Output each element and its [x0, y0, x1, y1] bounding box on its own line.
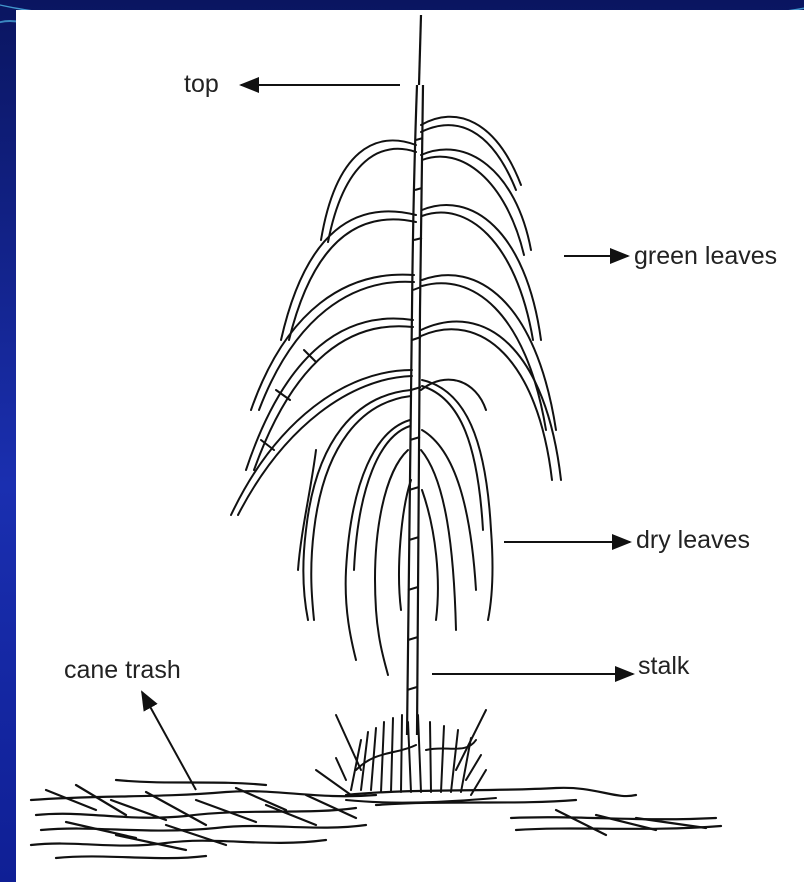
label-top: top [184, 72, 219, 97]
label-dry-leaves: dry leaves [636, 528, 750, 553]
label-arrows [142, 85, 633, 790]
green-leaves [231, 117, 561, 515]
label-green-leaves: green leaves [634, 244, 777, 269]
sugarcane-diagram: top green leaves dry leaves stalk cane t… [16, 10, 804, 882]
cane-trash-arrow [142, 692, 196, 790]
label-cane-trash: cane trash [64, 658, 181, 683]
sugarcane-drawing [16, 10, 804, 882]
stool-base [316, 710, 496, 803]
label-stalk: stalk [638, 654, 689, 679]
stalk [407, 15, 423, 735]
dry-leaves [298, 380, 492, 675]
ground-cane-trash [31, 780, 721, 858]
